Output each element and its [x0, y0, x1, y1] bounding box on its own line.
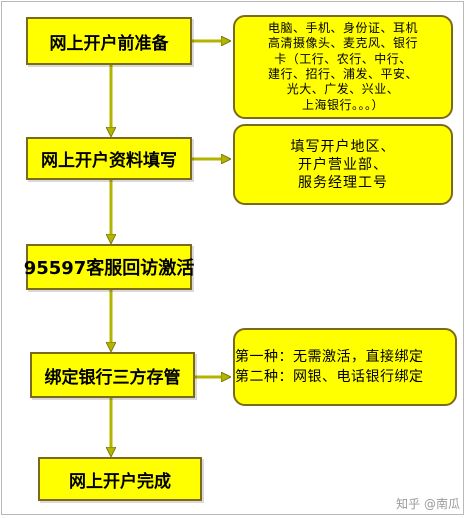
step-fill-info: 网上开户资料填写: [26, 137, 192, 180]
note-line: 卡（工行、农行、中行、: [274, 51, 412, 66]
note-preparation-items: 电脑、手机、身份证、耳机 高清摄像头、麦克风、银行 卡（工行、农行、中行、 建行…: [233, 15, 453, 119]
watermark: 知乎 @南瓜: [396, 497, 460, 511]
step-label: 网上开户资料填写: [41, 151, 177, 171]
step-complete: 网上开户完成: [38, 457, 202, 501]
note-line: 开户营业部、: [298, 156, 388, 173]
step-label: 绑定银行三方存管: [44, 367, 181, 388]
step-bind-bank: 绑定银行三方存管: [30, 352, 195, 398]
note-bind-methods: 第一种：无需激活，直接绑定 第二种：网银、电话银行绑定: [233, 328, 457, 406]
step-prepare: 网上开户前准备: [26, 17, 192, 65]
note-line: 第二种：网银、电话银行绑定: [235, 369, 424, 385]
note-line: 电脑、手机、身份证、耳机: [267, 20, 418, 35]
step-label: 网上开户完成: [69, 471, 171, 492]
note-line: 上海银行。。。）: [301, 97, 384, 112]
note-line: 高清摄像头、麦克风、银行: [267, 36, 418, 51]
note-fill-fields: 填写开户地区、 开户营业部、 服务经理工号: [233, 124, 453, 205]
step-label: 95597客服回访激活: [23, 258, 195, 279]
step-activate: 95597客服回访激活: [23, 244, 195, 290]
step-label: 网上开户前准备: [49, 33, 169, 54]
note-line: 第一种：无需激活，直接绑定: [235, 349, 424, 365]
note-line: 服务经理工号: [298, 174, 388, 191]
note-line: 建行、招行、浦发、平安、: [267, 67, 418, 81]
note-line: 填写开户地区、: [290, 138, 396, 155]
note-line: 光大、广发、兴业、: [286, 82, 400, 97]
